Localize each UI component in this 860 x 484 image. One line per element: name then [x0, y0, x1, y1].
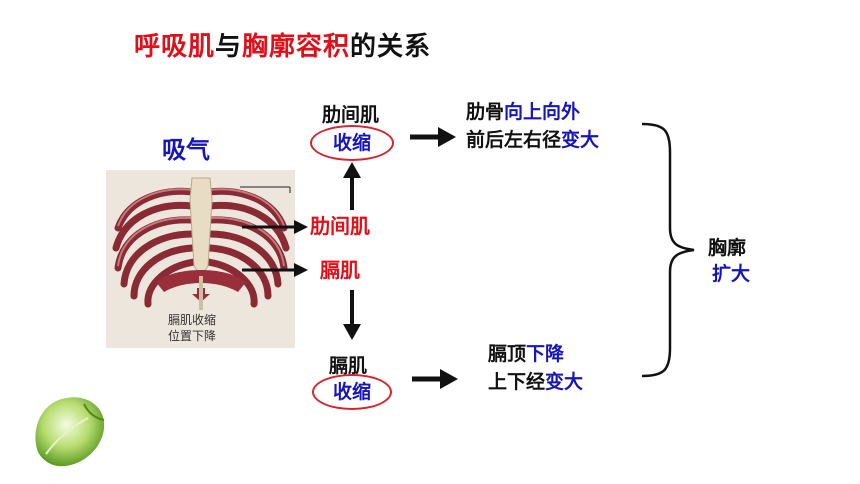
title-part-relation: 的关系: [350, 32, 432, 62]
title-part-thorax: 胸廓容积: [242, 32, 351, 62]
pointer-line: [240, 186, 291, 193]
top-result-line2: 前后左右径变大: [466, 128, 599, 152]
title-part-and: 与: [215, 32, 243, 62]
dome-direction: 下降: [526, 343, 565, 365]
up-arrow: [343, 162, 361, 210]
bottom-result-line1: 膈顶下降: [488, 342, 564, 366]
page-title: 呼吸肌与胸廓容积的关系: [134, 26, 431, 63]
bottom-muscle-label: 膈肌: [329, 355, 368, 377]
top-right-arrow: [410, 127, 456, 147]
diaphragm-dome-label: 膈顶: [488, 343, 527, 365]
vertical-diameter: 上下经: [488, 371, 546, 393]
ribcage-illustration: 膈肌收缩 位置下降: [106, 170, 295, 348]
caption-line2: 位置下降: [168, 329, 217, 343]
caption-line1: 膈肌收缩: [168, 313, 217, 327]
front-back-diameter: 前后左右径: [466, 129, 562, 151]
expand-label: 扩大: [712, 263, 751, 285]
bottom-right-arrow: [412, 369, 458, 389]
top-contract-ellipse: 收缩: [310, 125, 394, 161]
bottom-contract-ellipse: 收缩: [312, 374, 392, 410]
ribs-label: 肋骨: [466, 101, 505, 123]
top-result-line1: 肋骨向上向外: [466, 100, 580, 124]
leaf-decoration: [35, 397, 105, 467]
down-arrow: [343, 290, 361, 340]
title-part-muscles: 呼吸肌: [134, 32, 216, 62]
right-brace: [641, 122, 695, 378]
arrow-to-intercostal: [242, 220, 308, 234]
ribs-direction: 向上向外: [504, 101, 581, 123]
top-increase: 变大: [561, 129, 600, 151]
arrow-to-diaphragm: [242, 263, 308, 277]
intercostal-muscle-label: 肋间肌: [310, 214, 370, 238]
image-arrows: [242, 220, 308, 277]
inhale-label: 吸气: [162, 136, 210, 164]
thorax-label: 胸廓: [708, 237, 747, 259]
top-muscle-label: 肋间肌: [322, 104, 380, 126]
diaphragm-label: 膈肌: [320, 258, 360, 282]
ribcage-graphic: [106, 170, 295, 348]
bottom-contract-label: 收缩: [332, 381, 371, 403]
bottom-result-line2: 上下经变大: [488, 370, 583, 394]
bottom-increase: 变大: [545, 371, 584, 393]
top-contract-label: 收缩: [332, 132, 371, 154]
